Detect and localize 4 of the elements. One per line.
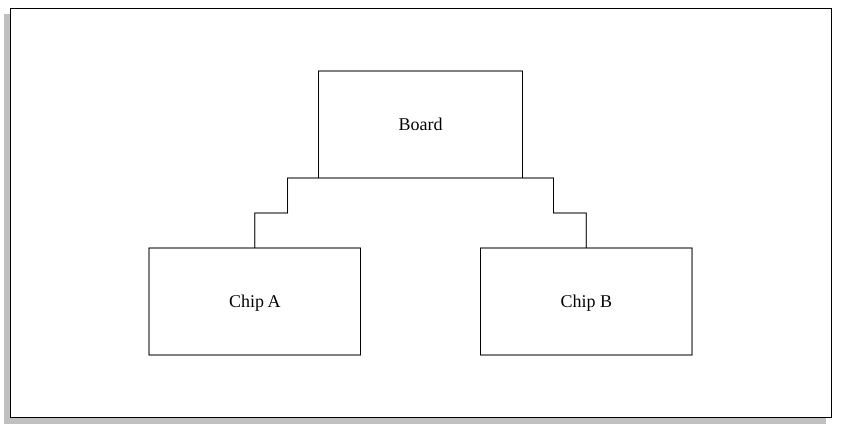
- connector: [520, 178, 588, 248]
- node-box: [480, 248, 694, 356]
- node-box: [148, 248, 362, 356]
- node-box: [318, 70, 524, 178]
